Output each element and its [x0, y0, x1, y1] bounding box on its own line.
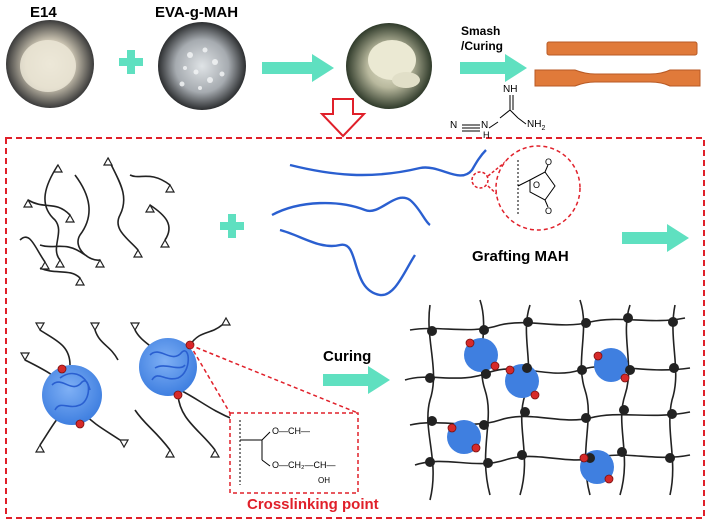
mah-o-top: O [545, 157, 553, 167]
mah-inset [471, 145, 581, 231]
curing-mid-label: Curing [323, 348, 372, 365]
dicy-h: H [483, 130, 490, 140]
cured-network [404, 299, 691, 501]
epoxide-groups [22, 156, 176, 286]
plus-icon [220, 214, 244, 238]
e14-label: E14 [30, 4, 57, 21]
crosslink-row1: O—CH— [272, 426, 310, 436]
dicy-n-mid: N [481, 120, 489, 131]
smash-label: Smash [461, 24, 501, 38]
mah-o-bottom: O [545, 206, 553, 216]
dicy-n-left: N [450, 120, 458, 131]
epoxy-chains [19, 157, 171, 279]
crosslink-row2: O—CH₂—CH— [272, 460, 336, 470]
specimen-bars [534, 41, 701, 87]
eva-photo [158, 22, 246, 110]
network-crosslink-dots [447, 338, 630, 484]
arrow-right-icon [262, 54, 334, 82]
dicy-nh2: NH2 [527, 119, 546, 132]
eva-label: EVA-g-MAH [155, 4, 239, 21]
crosslink-label: Crosslinking point [247, 496, 379, 513]
grafting-label: Grafting MAH [472, 248, 569, 265]
scheme-frame [5, 137, 705, 519]
crosslink-dots [57, 340, 195, 429]
network-nodes [425, 313, 679, 468]
eva-particle [139, 338, 197, 396]
arrow-right-icon [323, 366, 390, 394]
mah-o-ring: O [533, 180, 541, 190]
crosslink-oh: OH [318, 476, 330, 485]
arrow-down-icon [319, 98, 367, 138]
dicy-nh: NH [503, 84, 518, 95]
eva-chains [271, 149, 487, 297]
mixture-photo [346, 23, 432, 109]
eva-particle [42, 365, 102, 425]
network-particles [447, 338, 628, 484]
plus-icon [119, 50, 143, 74]
crosslink-inset-frame [189, 344, 359, 494]
arrow-right-icon [460, 54, 527, 82]
curing-top-label: /Curing [461, 39, 503, 53]
dicyandiamide-structure [462, 95, 527, 132]
e14-photo [6, 20, 94, 108]
arrow-right-icon [622, 224, 689, 252]
